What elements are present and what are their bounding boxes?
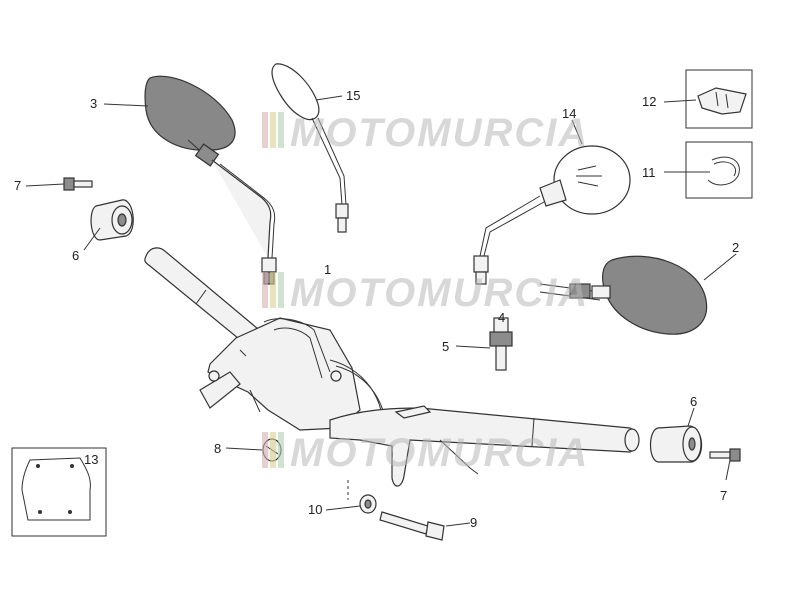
watermark-bottom: MOTOMURCIA xyxy=(262,431,589,475)
callout-13: 13 xyxy=(84,452,98,467)
clamp-ring-box-part-11 xyxy=(685,141,753,199)
watermark-text-middle: MOTOMURCIA xyxy=(290,271,589,315)
callout-3: 3 xyxy=(90,96,97,111)
callout-6-right: 6 xyxy=(690,394,697,409)
callout-15: 15 xyxy=(346,88,360,103)
screw-right-part-7 xyxy=(709,448,741,462)
mirror-outline-part-15 xyxy=(271,63,349,233)
washer-part-10 xyxy=(359,494,377,514)
callout-9: 9 xyxy=(470,515,477,530)
callout-1: 1 xyxy=(324,262,331,277)
handlebar-part-1 xyxy=(144,247,640,500)
screw-left-part-7 xyxy=(63,177,93,191)
clip-box-part-12 xyxy=(685,69,753,129)
watermark-top: MOTOMURCIA xyxy=(262,111,589,155)
bar-end-weight-left-part-6 xyxy=(90,199,134,241)
callout-11: 11 xyxy=(642,165,656,180)
bolt-part-9 xyxy=(379,511,445,541)
callout-6-left: 6 xyxy=(72,248,79,263)
bar-end-weight-right-part-6 xyxy=(649,425,703,463)
watermark-text-bottom: MOTOMURCIA xyxy=(290,431,589,475)
callout-8: 8 xyxy=(214,441,221,456)
leader-lines xyxy=(25,95,737,527)
right-mirror-part-2 xyxy=(539,255,708,335)
watermark-text-top: MOTOMURCIA xyxy=(290,111,589,155)
mirror-adapter-part-5 xyxy=(489,317,513,371)
callout-7-right: 7 xyxy=(720,488,727,503)
right-mirror-outline-part-14 xyxy=(473,145,631,285)
callout-4: 4 xyxy=(498,310,505,325)
callout-14: 14 xyxy=(562,106,576,121)
callout-12: 12 xyxy=(642,94,656,109)
callout-10: 10 xyxy=(308,502,322,517)
callout-7-left: 7 xyxy=(14,178,21,193)
callout-5: 5 xyxy=(442,339,449,354)
gasket-box-part-13 xyxy=(11,447,107,537)
watermark-middle: MOTOMURCIA xyxy=(262,271,589,315)
callout-2: 2 xyxy=(732,240,739,255)
